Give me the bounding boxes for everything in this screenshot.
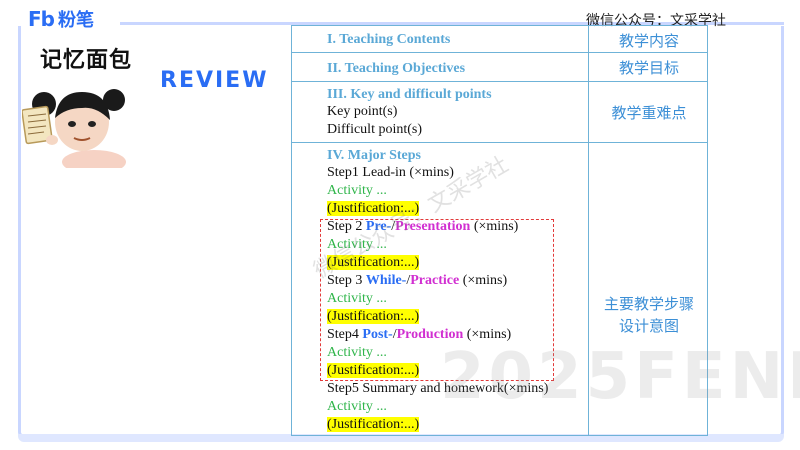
row-label-line2: 设计意图 <box>618 317 679 335</box>
step2-justification: (Justification:...) <box>327 255 420 270</box>
row-label: 主要教学步骤 设计意图 <box>589 293 709 337</box>
step5-line: Step5 Summary and homework(×mins) <box>327 381 549 396</box>
lesson-plan-table: I. Teaching Contents 教学内容 II. Teaching O… <box>291 25 708 436</box>
review-label: REVIEW <box>160 68 269 93</box>
step2-activity: Activity ... <box>327 237 387 252</box>
step1-justification: (Justification:...) <box>327 201 420 216</box>
step1-activity: Activity ... <box>327 183 387 198</box>
frame-bottom <box>18 434 784 442</box>
row-label-line1: 主要教学步骤 <box>603 295 694 313</box>
brand-name: 粉笔 <box>57 10 94 31</box>
row-label: 教学内容 <box>618 32 679 50</box>
row-heading: I. Teaching Contents <box>327 32 451 47</box>
table-row-objectives: II. Teaching Objectives 教学目标 <box>292 53 707 82</box>
column-divider <box>588 26 589 435</box>
frame-top-line <box>120 22 784 25</box>
step3-line: Step 3 While-/Practice (×mins) <box>327 273 508 288</box>
step4-activity: Activity ... <box>327 345 387 360</box>
row-label: 教学目标 <box>618 59 679 77</box>
step3-justification: (Justification:...) <box>327 309 420 324</box>
table-row-contents: I. Teaching Contents 教学内容 <box>292 26 707 53</box>
step1-line: Step1 Lead-in (×mins) <box>327 165 454 180</box>
row-content: III. Key and difficult points Key point(… <box>327 87 585 139</box>
highlight-dashed-box <box>320 219 554 381</box>
table-row-major-steps: IV. Major Steps Step1 Lead-in (×mins) Ac… <box>292 143 707 437</box>
cartoon-girl-icon <box>22 89 126 168</box>
step5-activity: Activity ... <box>327 399 387 414</box>
row-heading: II. Teaching Objectives <box>327 61 466 76</box>
table-row-key-points: III. Key and difficult points Key point(… <box>292 82 707 143</box>
step4-justification: (Justification:...) <box>327 363 420 378</box>
step2-line: Step 2 Pre-/Presentation (×mins) <box>327 219 519 234</box>
row-heading: III. Key and difficult points <box>327 87 492 102</box>
row-heading: IV. Major Steps <box>327 148 421 163</box>
memory-bread-title: 记忆面包 <box>40 48 133 73</box>
row-label: 教学重难点 <box>611 104 687 122</box>
step5-justification: (Justification:...) <box>327 417 420 432</box>
brand-logo: Fb 粉笔 <box>28 7 94 31</box>
brand-mark: Fb <box>28 7 55 31</box>
difficult-points-line: Difficult point(s) <box>327 122 423 137</box>
key-points-line: Key point(s) <box>327 104 398 119</box>
step4-line: Step4 Post-/Production (×mins) <box>327 327 512 342</box>
step3-activity: Activity ... <box>327 291 387 306</box>
row-content: IV. Major Steps Step1 Lead-in (×mins) Ac… <box>327 148 585 434</box>
